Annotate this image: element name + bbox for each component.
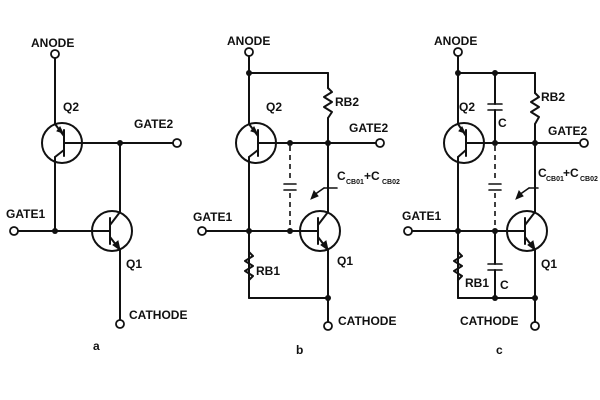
terminals-a (9, 49, 182, 329)
anode-label-c: ANODE (434, 34, 477, 48)
ccb-main-label-c: C (538, 166, 547, 180)
rb1-label-c: RB1 (465, 276, 489, 290)
caption-b: b (296, 343, 303, 357)
ccb02-sub-label-c: CB02 (580, 176, 598, 183)
capacitance-label-c: C CB01 +C CB02 (538, 166, 598, 183)
terminals-b (197, 47, 385, 331)
transistor-q1-b (299, 210, 341, 252)
q1-label-c: Q1 (541, 257, 557, 271)
cathode-label-b: CATHODE (338, 314, 396, 328)
rb1-label-b: RB1 (256, 264, 280, 278)
parasitic-capacitance-b (283, 146, 297, 228)
c-top-label-c: C (498, 116, 507, 130)
transistor-q1-a (91, 210, 133, 252)
gate1-label-b: GATE1 (193, 210, 232, 224)
ccb01-sub-label-c: CB01 (546, 176, 564, 183)
ccb-plus-label-b: +C (364, 169, 380, 183)
resistor-rb2-b (323, 87, 333, 119)
parasitic-capacitance-c (488, 146, 502, 228)
resistor-rb1-c (453, 251, 463, 281)
junction-dots-a (52, 140, 123, 234)
circuit-b: ANODE RB2 Q2 GATE2 C CB01 +C CB02 GATE1 … (193, 34, 400, 357)
c-bottom-label-c: C (500, 278, 509, 292)
q2-label-a: Q2 (63, 100, 79, 114)
capacitor-bottom-c (487, 263, 503, 271)
gate2-label-c: GATE2 (548, 124, 587, 138)
q1-label-b: Q1 (337, 254, 353, 268)
q2-label-b: Q2 (266, 100, 282, 114)
resistor-rb2-c (530, 92, 540, 125)
junction-dots-c (455, 70, 538, 301)
transistor-q2-a (41, 122, 83, 164)
ccb01-sub-label-b: CB01 (346, 179, 364, 186)
gate2-label-b: GATE2 (349, 121, 388, 135)
rb2-label-b: RB2 (335, 95, 359, 109)
terminals-c (403, 47, 589, 331)
gate1-label-c: GATE1 (402, 209, 441, 223)
transistor-q2-c (443, 122, 485, 164)
anode-label-b: ANODE (227, 34, 270, 48)
ccb02-sub-label-b: CB02 (382, 179, 400, 186)
cathode-label-a: CATHODE (129, 308, 187, 322)
ccb-plus-label-c: +C (563, 166, 579, 180)
ccb-main-label-b: C (337, 169, 346, 183)
capacitance-label-b: C CB01 +C CB02 (337, 169, 400, 186)
transistor-q2-b (235, 122, 277, 164)
rb2-label-c: RB2 (541, 90, 565, 104)
q1-label-a: Q1 (126, 257, 142, 271)
cathode-label-c: CATHODE (460, 314, 518, 328)
transistor-q1-c (506, 210, 548, 252)
circuit-a: ANODE Q2 GATE2 GATE1 Q1 CATHODE a (6, 36, 187, 353)
q2-label-c: Q2 (459, 100, 475, 114)
circuit-c: ANODE RB2 Q2 C GATE2 C CB01 +C CB02 GATE… (402, 34, 598, 357)
resistor-rb1-b (244, 251, 254, 281)
junction-dots-b (246, 70, 331, 301)
caption-c: c (496, 343, 503, 357)
gate2-label-a: GATE2 (134, 117, 173, 131)
circuit-a-wires (17, 57, 176, 321)
capacitance-pointer-c (515, 187, 539, 200)
capacitor-top-c (487, 103, 503, 111)
capacitance-pointer-b (310, 187, 338, 200)
gate1-label-a: GATE1 (6, 207, 45, 221)
anode-label-a: ANODE (31, 36, 74, 50)
caption-a: a (93, 339, 100, 353)
